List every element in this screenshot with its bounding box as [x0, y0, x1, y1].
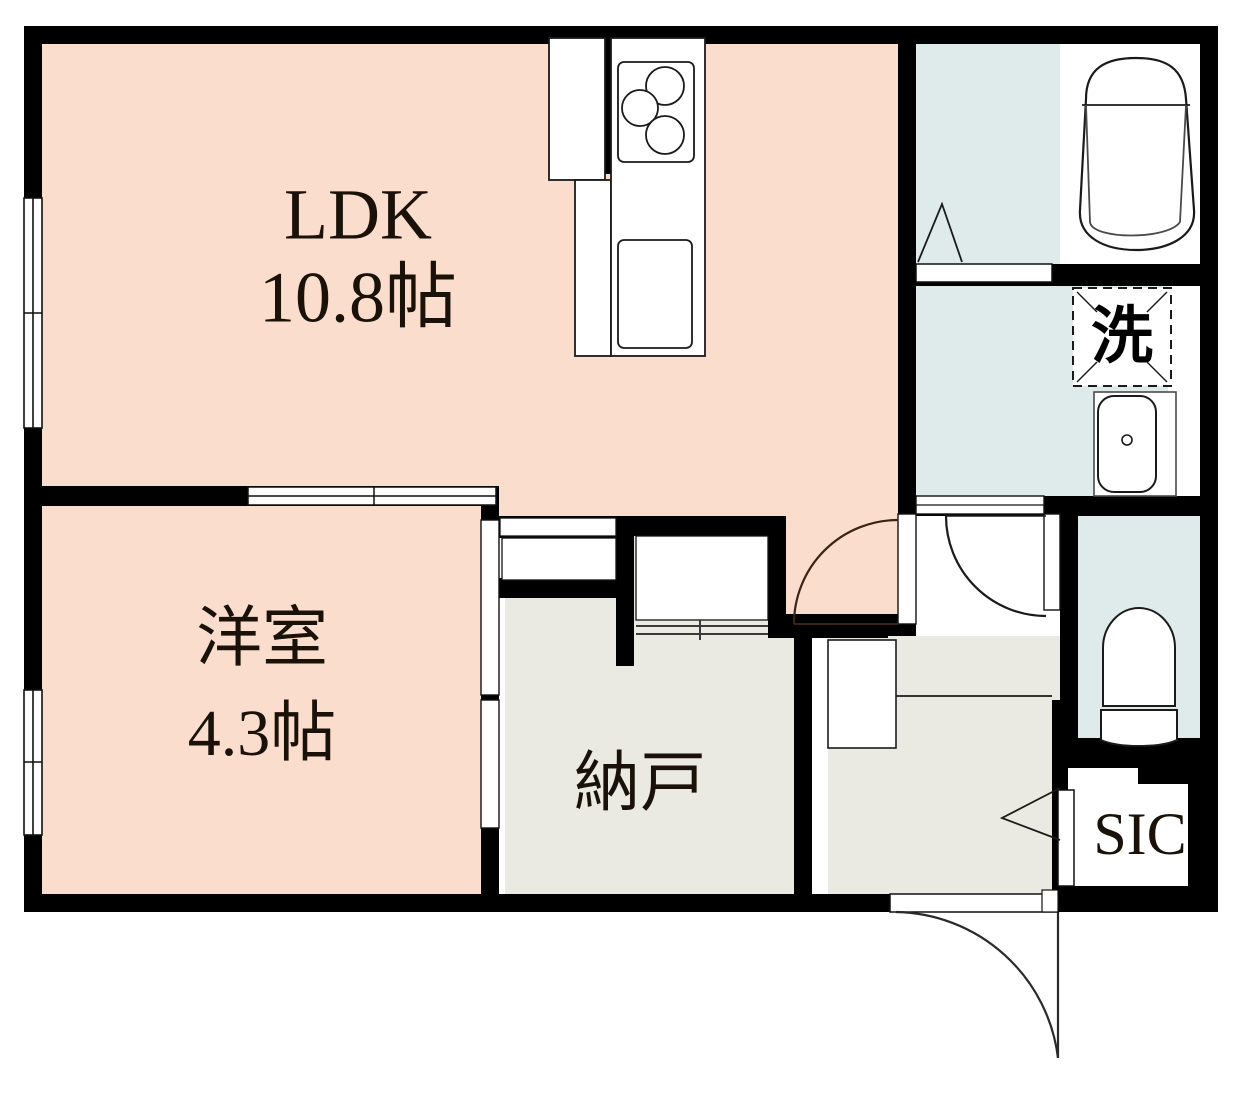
wall-exterior-right-upper: [1200, 26, 1218, 306]
wall-exterior-left-upper: [24, 26, 42, 201]
wall-sic-notch: [1138, 748, 1218, 784]
washing-machine-label: 洗: [1091, 299, 1153, 372]
label-sic: SIC: [1093, 801, 1186, 867]
label-ldk-area: 10.8帖: [259, 258, 457, 338]
sliding-door-nando[interactable]: [636, 620, 768, 640]
room-fill-sic: [1070, 762, 1206, 892]
wall-nando-right-upper: [768, 516, 786, 636]
openings: [23, 197, 1075, 1059]
stove-burner-3: [645, 115, 685, 155]
wall-exterior-left-mid: [24, 425, 42, 695]
window-bedroom-left[interactable]: [23, 689, 43, 836]
kitchen-sink: [617, 239, 693, 349]
fixtures: 洗: [548, 37, 1196, 749]
folding-door-sic[interactable]: [999, 787, 1075, 887]
opening-bedroom-right[interactable]: [480, 519, 500, 829]
hinged-door-ldk-hall[interactable]: [792, 513, 917, 625]
label-yoshitsu-area: 4.3帖: [188, 697, 337, 770]
washbasin: [1093, 391, 1177, 497]
wall-exterior-left-lower: [24, 830, 42, 912]
label-ldk-name: LDK: [284, 175, 432, 255]
wall-nando-top-right: [630, 516, 786, 536]
room-fill-yoshitsu: [40, 505, 489, 905]
kitchen-counter-lower: [574, 179, 612, 357]
bathtub: [1078, 56, 1196, 252]
wall-nando-closet-bottom: [498, 578, 630, 598]
label-nando: 納戸: [574, 747, 706, 820]
wall-exterior-top: [24, 26, 1218, 44]
hinged-door-washroom[interactable]: [944, 513, 1061, 618]
stove-burner-1: [645, 66, 685, 106]
wall-sic-bottom: [1060, 886, 1218, 908]
kitchen-counter: [548, 37, 606, 181]
wall-nando-right-lower: [794, 622, 812, 906]
washing-machine: 洗: [1072, 287, 1172, 387]
closet-nando-inner: [635, 535, 769, 621]
label-yoshitsu-name: 洋室: [196, 602, 328, 675]
entrance-door[interactable]: [889, 893, 1060, 1059]
wall-bottom-hall-left: [806, 894, 914, 912]
toilet-bowl: [1100, 607, 1178, 747]
room-labels: LDK 10.8帖 洋室 4.3帖 納戸 SIC: [188, 175, 1187, 867]
opening-washroom-bottom[interactable]: [915, 495, 1045, 515]
wall-exterior-right-mid: [1200, 286, 1218, 756]
hall-partition-lines: [827, 639, 1052, 749]
sliding-door-bedroom-ldk[interactable]: [247, 486, 497, 506]
folding-door-bath[interactable]: [915, 201, 1053, 283]
window-ldk-left[interactable]: [23, 197, 43, 429]
wall-exterior-bottom-left: [24, 894, 814, 912]
entrance-step: [1041, 889, 1059, 913]
closet-nando-front: [499, 517, 617, 581]
stove-burner-2: [621, 89, 659, 127]
